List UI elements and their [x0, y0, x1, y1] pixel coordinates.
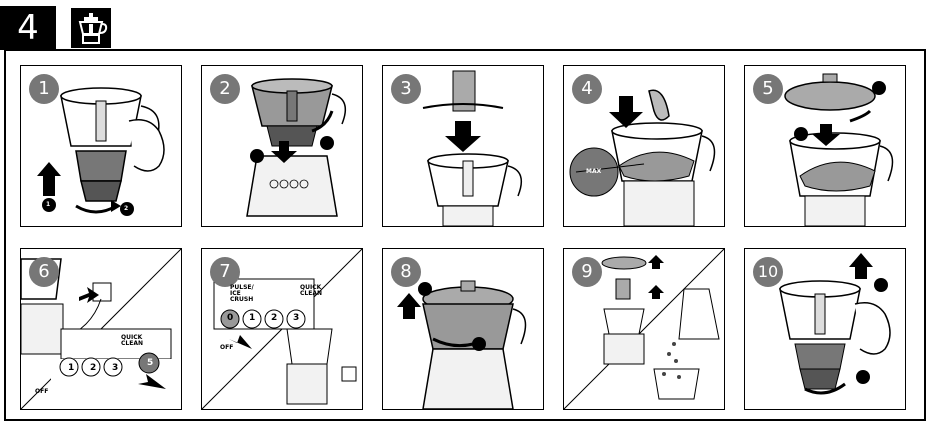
step-panel-10: 10	[744, 248, 906, 410]
close-lid-illustration	[784, 73, 894, 226]
step-panel-3: 3	[382, 65, 544, 227]
remove-bowl-illustration	[397, 280, 527, 409]
step-number-8: 8	[391, 257, 421, 287]
step-number-1: 1	[29, 74, 59, 104]
max-label: MAX	[586, 168, 602, 175]
step-number-5: 5	[753, 74, 783, 104]
step-panel-1: 1 1 2	[20, 65, 182, 227]
quick-clean-label: QUICK CLEAN	[300, 284, 322, 297]
off-label: OFF	[220, 344, 234, 351]
step-panel-4: 4 MAX	[563, 65, 725, 227]
speed-2: 2	[90, 363, 97, 373]
step-number-badge: 4	[0, 6, 56, 50]
step-number-10: 10	[753, 257, 783, 287]
off-label: OFF	[35, 388, 49, 395]
speed-2: 2	[271, 313, 278, 323]
food-processor-icon	[71, 8, 111, 48]
step-panel-6: 6 QUICK CLEAN 1 2 3 5 OFF	[20, 248, 182, 410]
speed-3: 3	[112, 363, 119, 373]
step-number-4: 4	[572, 74, 602, 104]
detach-drive-illustration	[779, 253, 891, 395]
step-panel-5: 5	[744, 65, 906, 227]
bowl-on-base-illustration	[246, 78, 347, 217]
step-number-9: 9	[572, 257, 602, 287]
callout-1: 1	[46, 201, 51, 208]
pulse-label: PULSE/ ICE CRUSH	[230, 284, 254, 303]
empty-bowl-illustration	[564, 249, 724, 409]
speed-1: 1	[249, 313, 256, 323]
step-panel-8: 8	[382, 248, 544, 410]
blade-insert-illustration	[422, 70, 523, 226]
speed-1: 1	[68, 363, 75, 373]
step-number-6: 6	[29, 257, 59, 287]
step-number-2: 2	[210, 74, 240, 104]
bowl-attach-illustration	[37, 87, 165, 216]
step-number-7: 7	[210, 257, 240, 287]
speed-5: 5	[147, 358, 154, 368]
add-ingredients-illustration	[569, 89, 716, 226]
callout-2: 2	[124, 205, 129, 212]
step-panel-7: 7 PULSE/ ICE CRUSH QUICK CLEAN 0 1 2 3 O…	[201, 248, 363, 410]
step-number-3: 3	[391, 74, 421, 104]
unplug-illustration	[202, 249, 362, 409]
speed-0: 0	[227, 313, 234, 323]
instruction-frame	[4, 49, 926, 421]
step-panel-2: 2	[201, 65, 363, 227]
speed-3: 3	[293, 313, 300, 323]
quick-clean-label: QUICK CLEAN	[121, 334, 143, 347]
step-panel-9: 9	[563, 248, 725, 410]
